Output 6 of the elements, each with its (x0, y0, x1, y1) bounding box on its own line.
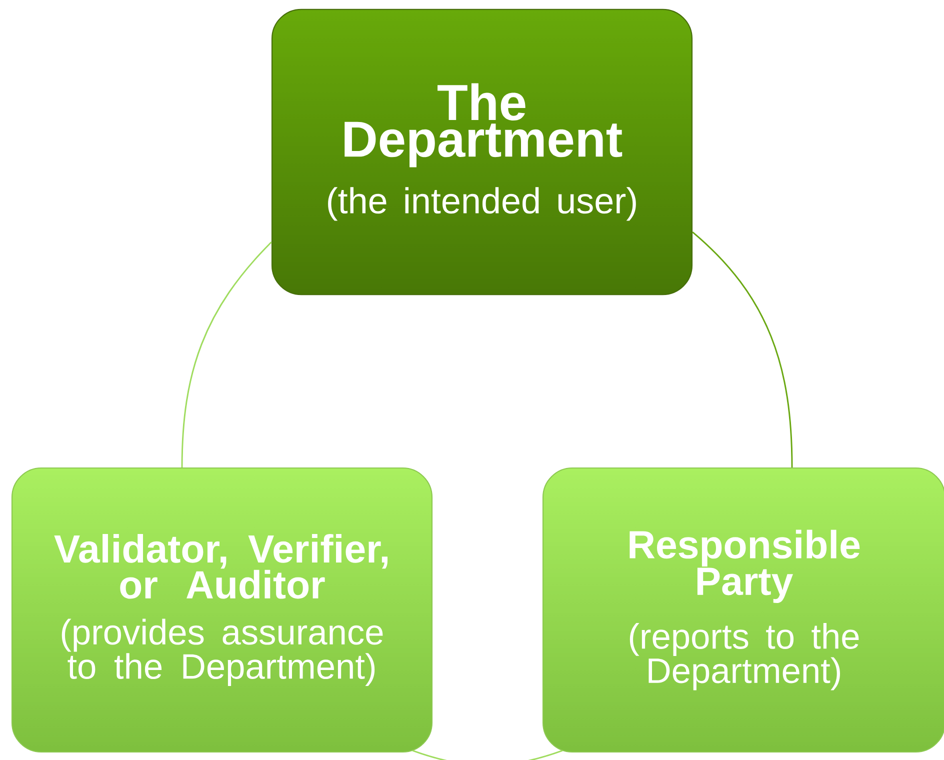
process-box: Validator, Verifier, or Auditor (provides assurance to the Department) (11, 467, 433, 753)
process-box: The Department (the intended user) (271, 8, 693, 296)
process-box: Responsible Party (reports to the Department) (542, 467, 944, 753)
connector-arc (692, 231, 793, 468)
connector-arc (412, 750, 563, 760)
connector-arc (181, 242, 272, 468)
